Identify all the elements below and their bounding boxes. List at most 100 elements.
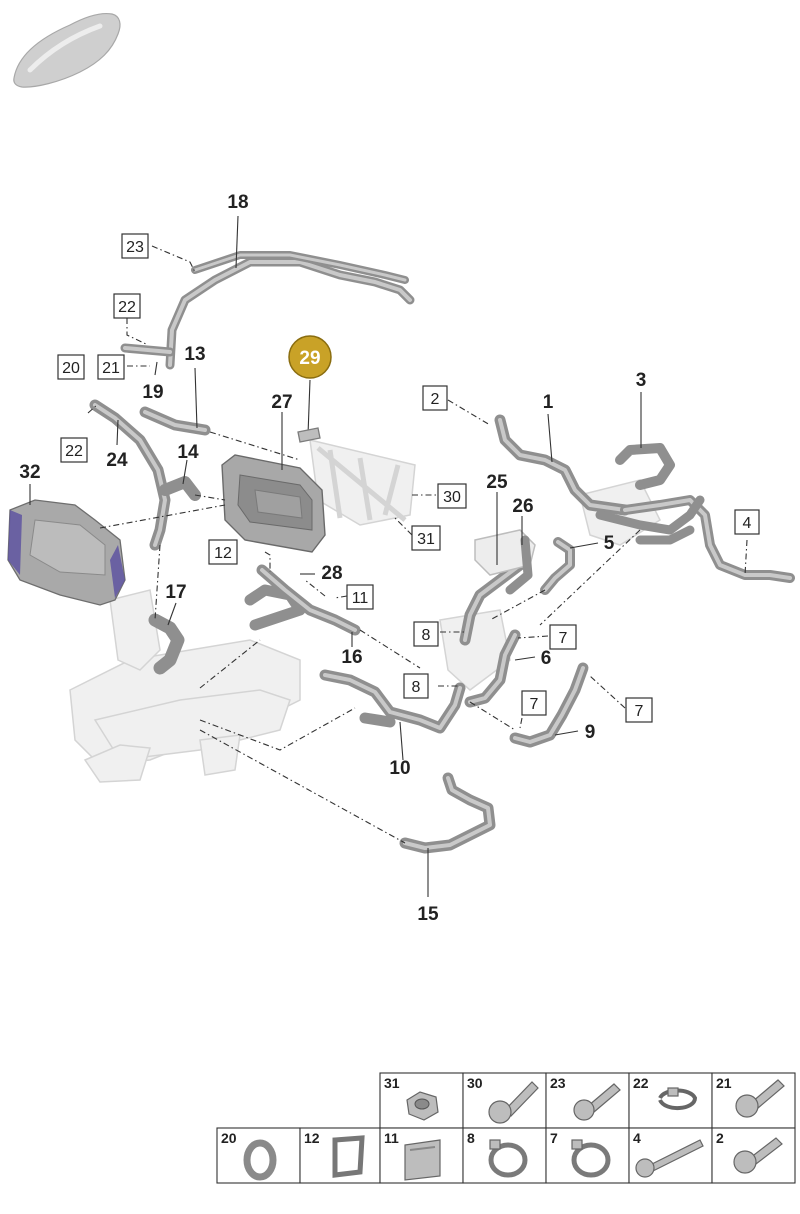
callout-25: 25 [486,472,508,493]
bolt-4-icon [635,1139,704,1178]
hose-25 [459,529,536,646]
svg-text:12: 12 [304,1130,320,1146]
screw-2-icon [733,1137,783,1174]
hose-17 [148,613,185,675]
svg-text:7: 7 [530,696,539,713]
box-label-8-lower: 8 [403,673,429,699]
clip-12-icon [332,1135,365,1178]
box-label-20: 20 [57,354,85,380]
svg-text:22: 22 [65,443,83,460]
svg-text:30: 30 [443,489,461,506]
callout-15: 15 [417,904,439,925]
highlight-29[interactable]: 29 [288,335,332,379]
car-silhouette-icon [13,12,121,88]
o-ring-icon [243,1139,277,1181]
legend-cell-8: 8 [462,1127,547,1184]
svg-text:2: 2 [431,391,440,408]
legend-cell-4: 4 [628,1127,713,1184]
box-label-7-upper: 7 [549,624,577,650]
svg-text:22: 22 [633,1075,649,1091]
callout-10: 10 [389,758,410,779]
svg-text:8: 8 [422,627,431,644]
legend-cell-23: 23 [545,1072,630,1129]
box-label-31: 31 [411,525,441,551]
hose-24 [89,399,171,551]
hose-16 [244,564,361,636]
fastener-legend: 31 30 23 22 21 20 12 11 8 7 4 2 [216,1072,796,1184]
callout-18: 18 [227,192,248,213]
svg-text:20: 20 [221,1130,237,1146]
box-label-7-right: 7 [625,697,653,723]
callout-16: 16 [341,647,362,668]
leader-lines [87,245,748,844]
callout-3: 3 [636,370,647,391]
hose-14 [159,476,201,501]
svg-text:11: 11 [352,590,369,607]
callout-17: 17 [165,582,186,603]
hose-5 [540,537,575,595]
box-label-11: 11 [346,584,374,610]
hose-18 [165,251,415,370]
callout-13: 13 [184,344,205,365]
svg-text:8: 8 [467,1130,475,1146]
svg-text:23: 23 [126,239,144,256]
svg-text:21: 21 [102,360,120,377]
hose-26 [505,535,533,595]
legend-cell-31: 31 [379,1072,464,1129]
svg-text:2: 2 [716,1130,724,1146]
cover-32 [7,499,126,606]
callout-6: 6 [541,648,552,669]
legend-cell-30: 30 [462,1072,547,1129]
svg-text:7: 7 [550,1130,558,1146]
svg-text:8: 8 [412,679,421,696]
svg-text:4: 4 [743,515,752,532]
callout-24: 24 [106,450,128,471]
svg-text:4: 4 [633,1130,641,1146]
hose-10 [319,669,466,734]
callout-28: 28 [321,563,342,584]
reservoir-27 [221,454,326,553]
hose-9 [509,662,589,748]
boxed-labels: 23 22 20 21 22 2 30 31 4 12 11 8 7 8 7 7 [57,233,760,723]
box-label-7-mid: 7 [521,690,547,716]
svg-text:22: 22 [118,299,136,316]
box-label-12: 12 [208,539,238,565]
legend-cell-7: 7 [545,1127,630,1184]
hose-13 [139,406,211,436]
callout-5: 5 [604,533,615,554]
box-label-4: 4 [734,509,760,535]
callout-27: 27 [271,392,292,413]
legend-cell-2: 2 [711,1127,796,1184]
svg-text:20: 20 [62,360,80,377]
highlight-29-label: 29 [299,348,320,369]
legend-cell-22: 22 [628,1072,713,1129]
bracket-29 [297,427,321,443]
screw-21-icon [735,1079,785,1118]
clip-22-icon [658,1087,698,1110]
svg-text:7: 7 [635,703,644,720]
box-label-8-upper: 8 [413,621,439,647]
nut-icon [406,1091,439,1121]
box-label-23: 23 [121,233,149,259]
svg-text:7: 7 [559,630,568,647]
hose-19 [120,343,175,357]
callout-32: 32 [19,462,40,483]
hose-6 [464,629,521,708]
hose-3 [595,443,795,583]
svg-text:30: 30 [467,1075,483,1091]
hose-1 [494,414,631,516]
box-label-22-left: 22 [60,437,88,463]
box-label-2: 2 [422,385,448,411]
hose-15 [399,772,496,854]
svg-text:31: 31 [417,531,435,548]
hose-clamp-8-icon [488,1139,528,1178]
callout-14: 14 [177,442,199,463]
svg-text:21: 21 [716,1075,732,1091]
screw-23-icon [573,1083,621,1121]
callout-26: 26 [512,496,533,517]
screw-30-icon [488,1081,539,1124]
legend-cell-12: 12 [299,1127,381,1184]
svg-text:11: 11 [384,1130,399,1146]
svg-text:12: 12 [214,545,232,562]
